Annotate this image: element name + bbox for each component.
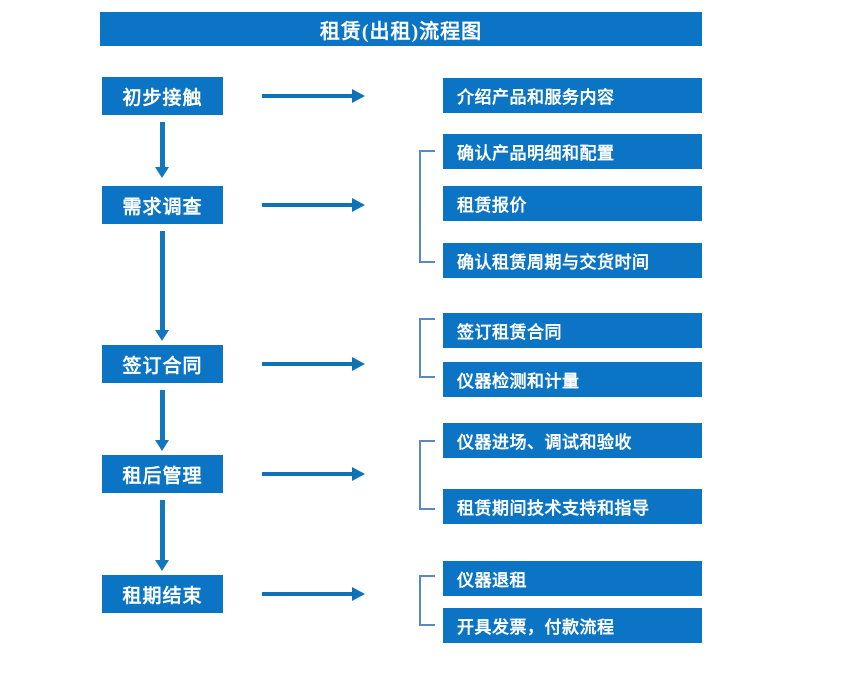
horizontal-arrow-icon-1 <box>262 89 365 103</box>
group-bracket-post-rent-mgmt <box>419 440 435 510</box>
stage-box-initial-contact[interactable]: 初步接触 <box>102 77 223 115</box>
stage-box-lease-end[interactable]: 租期结束 <box>102 575 223 613</box>
horizontal-arrow-icon-3 <box>262 357 365 371</box>
detail-box-instrument-test-measure[interactable]: 仪器检测和计量 <box>443 362 702 397</box>
detail-box-instrument-return[interactable]: 仪器退租 <box>443 561 702 596</box>
detail-box-invoice-payment[interactable]: 开具发票，付款流程 <box>443 608 702 643</box>
horizontal-arrow-icon-4 <box>262 467 365 481</box>
vertical-arrow-icon-4 <box>155 500 169 571</box>
detail-box-confirm-spec-config[interactable]: 确认产品明细和配置 <box>443 134 702 169</box>
group-bracket-sign-contract <box>419 318 435 378</box>
detail-box-confirm-period-delivery[interactable]: 确认租赁周期与交货时间 <box>443 243 702 278</box>
group-bracket-demand-survey <box>419 150 435 263</box>
vertical-arrow-icon-1 <box>155 122 169 178</box>
stage-box-sign-contract[interactable]: 签订合同 <box>102 345 223 383</box>
vertical-arrow-icon-2 <box>155 231 169 341</box>
vertical-arrow-icon-3 <box>155 390 169 451</box>
stage-box-demand-survey[interactable]: 需求调查 <box>102 186 223 224</box>
detail-box-introduce-products[interactable]: 介绍产品和服务内容 <box>443 78 702 113</box>
page-title: 租赁(出租)流程图 <box>100 12 702 46</box>
stage-box-post-rent-mgmt[interactable]: 租后管理 <box>102 455 223 493</box>
detail-box-sign-rental-contract[interactable]: 签订租赁合同 <box>443 313 702 348</box>
group-bracket-lease-end <box>419 575 435 626</box>
detail-box-tech-support-guidance[interactable]: 租赁期间技术支持和指导 <box>443 489 702 524</box>
horizontal-arrow-icon-2 <box>262 198 365 212</box>
detail-box-rental-quotation[interactable]: 租赁报价 <box>443 186 702 221</box>
horizontal-arrow-icon-5 <box>262 587 365 601</box>
detail-box-install-debug-accept[interactable]: 仪器进场、调试和验收 <box>443 423 702 458</box>
